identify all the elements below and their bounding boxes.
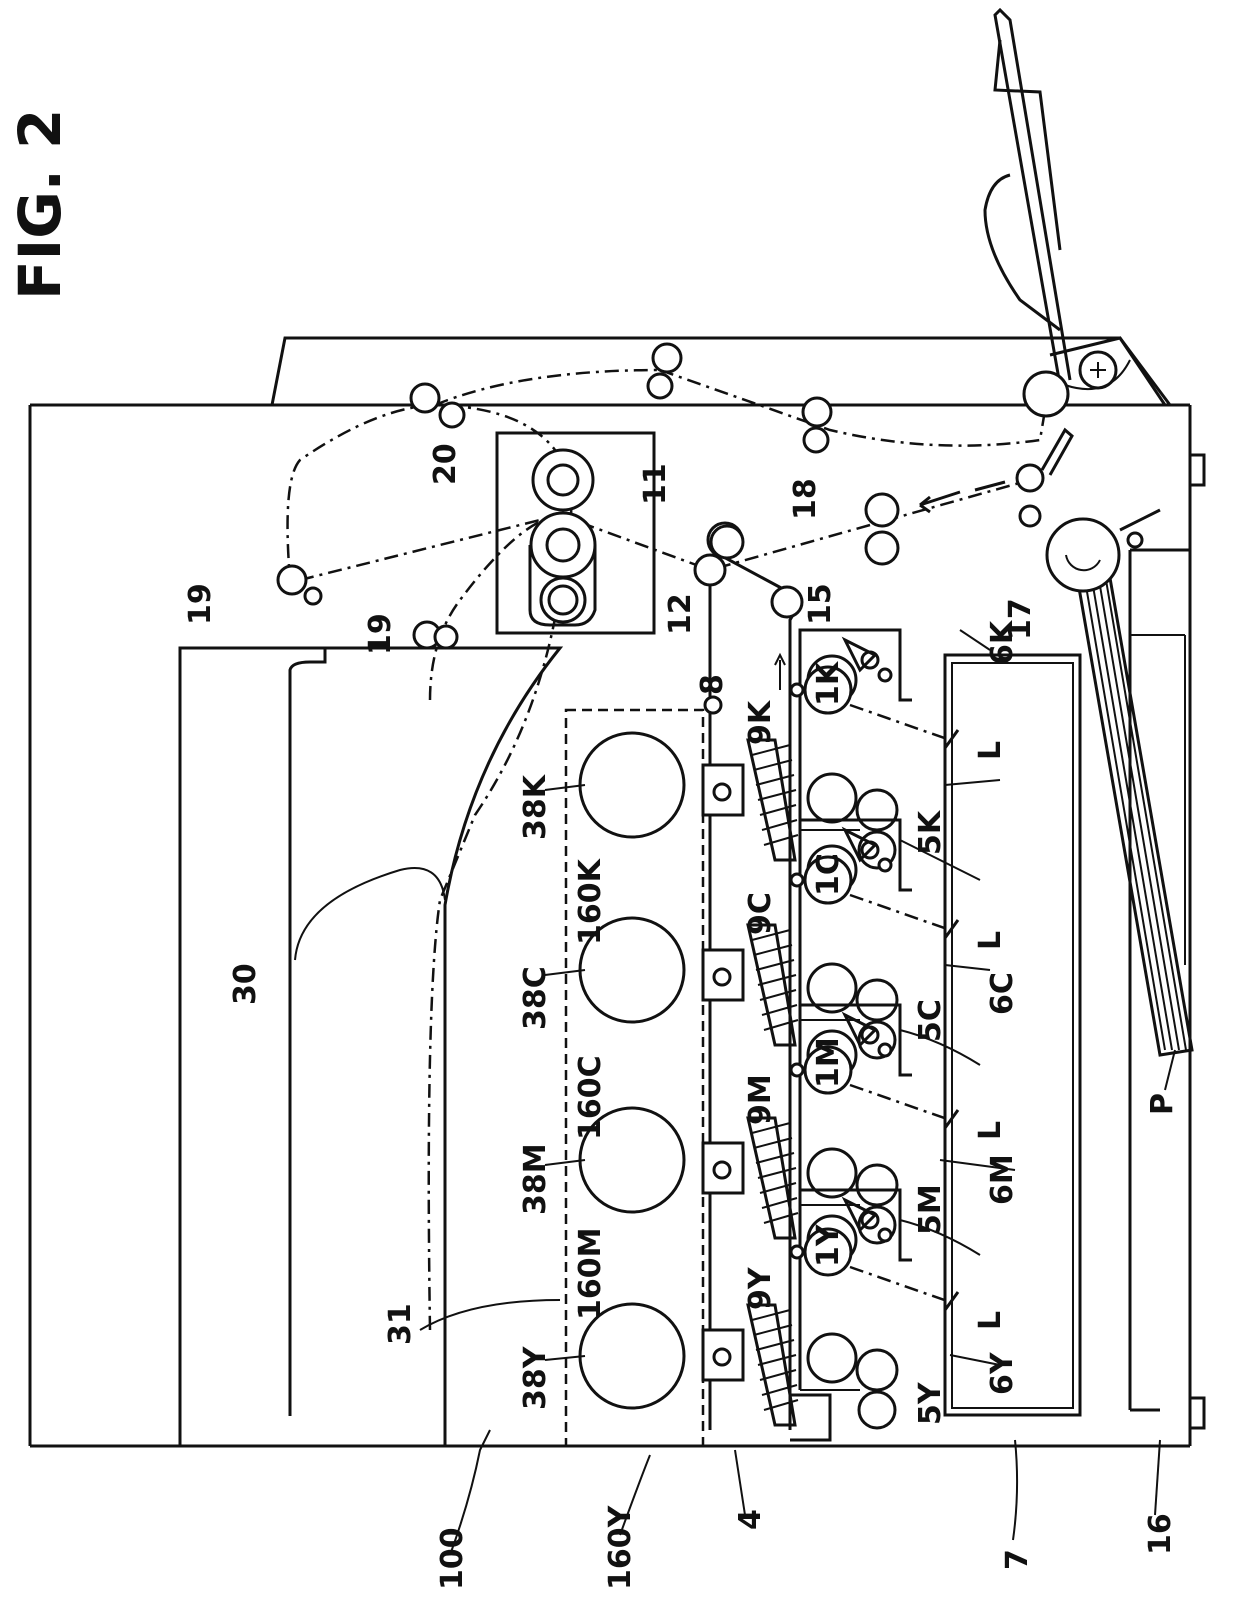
label-5Y: 5Y bbox=[913, 1381, 948, 1425]
process-units bbox=[800, 630, 912, 1428]
label-30: 30 bbox=[228, 963, 263, 1005]
label-6M: 6M bbox=[985, 1154, 1020, 1205]
label-L-Y: L bbox=[973, 1311, 1008, 1330]
label-160M: 160M bbox=[573, 1228, 608, 1320]
label-38Y: 38Y bbox=[518, 1345, 553, 1410]
figure-title: FIG. 2 bbox=[6, 109, 74, 300]
label-9K: 9K bbox=[743, 699, 778, 745]
label-8: 8 bbox=[695, 674, 730, 695]
label-15: 15 bbox=[803, 583, 838, 625]
side-unit bbox=[272, 10, 1170, 405]
label-6C: 6C bbox=[985, 972, 1020, 1015]
label-6K: 6K bbox=[985, 619, 1020, 665]
label-9M: 9M bbox=[743, 1074, 778, 1125]
label-7: 7 bbox=[1000, 1549, 1035, 1570]
label-38C: 38C bbox=[518, 966, 553, 1030]
label-9Y: 9Y bbox=[743, 1266, 778, 1310]
registration-rollers bbox=[711, 482, 1005, 564]
label-160C: 160C bbox=[573, 1055, 608, 1140]
label-38M: 38M bbox=[518, 1143, 553, 1215]
label-19-upper: 19 bbox=[183, 583, 218, 625]
label-L-K: L bbox=[973, 741, 1008, 760]
label-L-M: L bbox=[973, 1121, 1008, 1140]
label-1M: 1M bbox=[811, 1037, 846, 1088]
label-160K: 160K bbox=[573, 857, 608, 945]
label-5K: 5K bbox=[913, 809, 948, 855]
label-6Y: 6Y bbox=[985, 1351, 1020, 1395]
label-9C: 9C bbox=[743, 892, 778, 935]
label-16: 16 bbox=[1143, 1513, 1178, 1555]
label-11: 11 bbox=[638, 463, 673, 505]
label-4: 4 bbox=[733, 1509, 768, 1530]
label-5M: 5M bbox=[913, 1184, 948, 1235]
label-38K: 38K bbox=[518, 773, 553, 840]
paper-cassette bbox=[1047, 510, 1192, 1055]
label-31: 31 bbox=[383, 1303, 418, 1345]
label-L-C: L bbox=[973, 931, 1008, 950]
label-1K: 1K bbox=[811, 660, 846, 706]
label-12: 12 bbox=[663, 593, 698, 635]
label-1C: 1C bbox=[811, 853, 846, 896]
label-P: P bbox=[1145, 1093, 1180, 1115]
label-20: 20 bbox=[428, 443, 463, 485]
reference-labels: 100 160Y 4 7 16 38Y 38M 38C 38K 160M 160… bbox=[183, 443, 1180, 1590]
label-100: 100 bbox=[435, 1527, 470, 1590]
label-5C: 5C bbox=[913, 999, 948, 1042]
label-1Y: 1Y bbox=[811, 1223, 846, 1267]
label-19-lower: 19 bbox=[363, 613, 398, 655]
label-160Y: 160Y bbox=[603, 1504, 638, 1590]
label-18: 18 bbox=[788, 478, 823, 520]
